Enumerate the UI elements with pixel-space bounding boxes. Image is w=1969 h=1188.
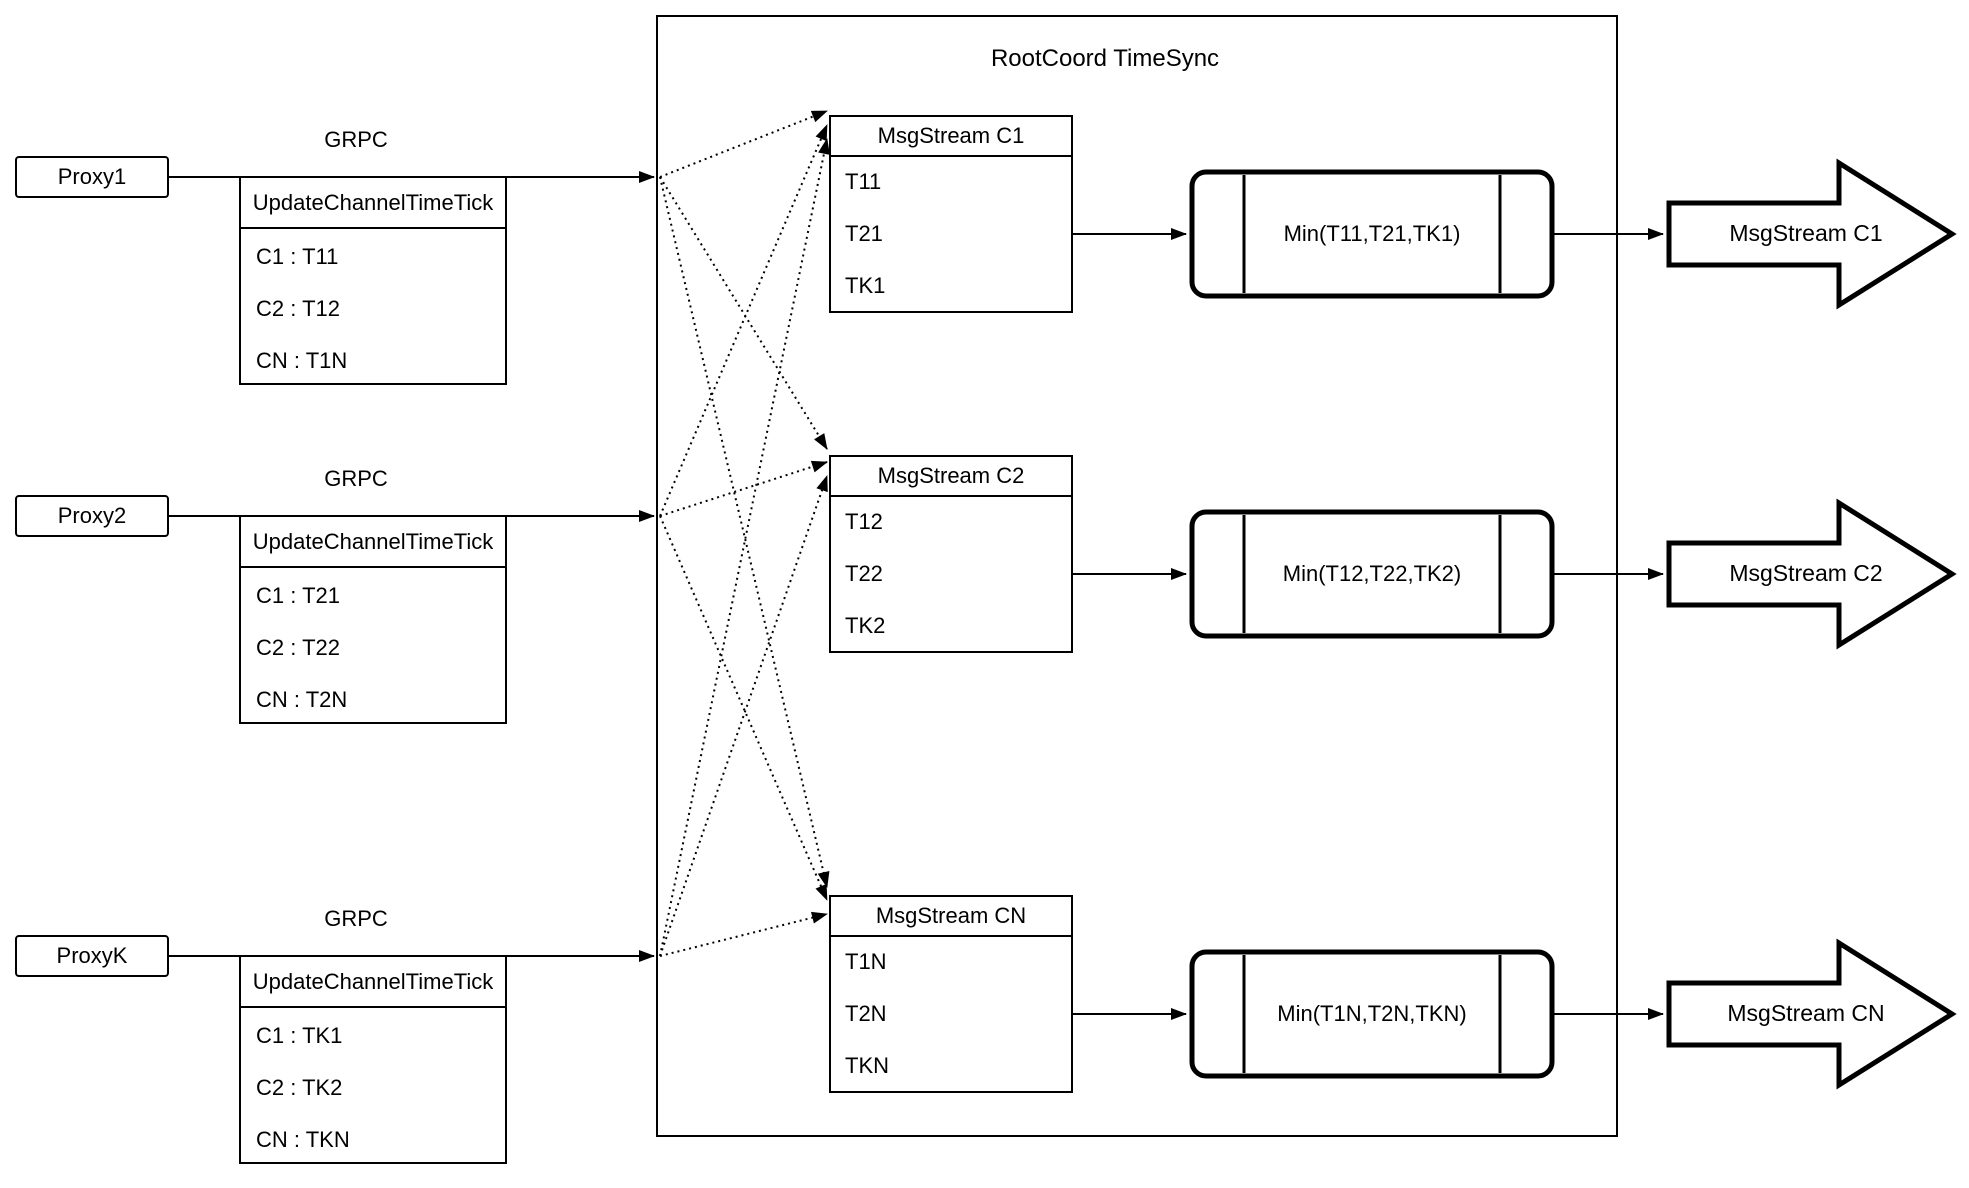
grpc-label: GRPC bbox=[324, 906, 388, 931]
rpc-row: C2 : T12 bbox=[256, 296, 340, 321]
msgstream-table-c2 bbox=[829, 455, 1073, 653]
update-channel-timetick-table: UpdateChannelTimeTick C1 : T11 C2 : T12 … bbox=[239, 176, 507, 385]
stream-row: T11 bbox=[845, 169, 881, 194]
rootcoord-title: RootCoord TimeSync bbox=[991, 45, 1219, 72]
proxy-row-2: Proxy2 GRPC UpdateChannelTimeTick C1 : T… bbox=[15, 466, 655, 724]
rpc-table-header: UpdateChannelTimeTick bbox=[253, 190, 494, 215]
output-arrow-label: MsgStream C2 bbox=[1729, 560, 1882, 586]
rpc-table-box bbox=[239, 515, 507, 724]
min-node-cn: Min(T1N,T2N,TKN) bbox=[1189, 949, 1555, 1079]
rpc-table-header: UpdateChannelTimeTick bbox=[253, 969, 494, 994]
rpc-row: CN : TKN bbox=[256, 1127, 350, 1152]
min-label: Min(T12,T22,TK2) bbox=[1283, 561, 1462, 586]
stream-row: T2N bbox=[845, 1001, 887, 1026]
proxy-row-1: Proxy1 GRPC UpdateChannelTimeTick C1 : T… bbox=[15, 127, 655, 385]
update-channel-timetick-table: UpdateChannelTimeTick C1 : TK1 C2 : TK2 … bbox=[239, 955, 507, 1164]
dotted-arrow-p2-cn bbox=[659, 515, 828, 901]
dotted-arrow-pk-c2 bbox=[659, 475, 828, 957]
stream-row-2: MsgStream C2 T12 T22 TK2 Min(T12,T22,TK2… bbox=[829, 455, 1957, 653]
rpc-row: CN : T2N bbox=[256, 687, 347, 712]
rpc-row: C1 : TK1 bbox=[256, 1023, 342, 1048]
proxy1-box bbox=[15, 156, 169, 198]
msgstream-table-cn bbox=[829, 895, 1073, 1093]
dotted-arrow-p1-cn bbox=[659, 176, 830, 888]
msgstream-table-header: MsgStream C1 bbox=[878, 123, 1025, 148]
proxy1-label: Proxy1 bbox=[58, 164, 126, 189]
dotted-arrow-p2-c1 bbox=[659, 124, 828, 517]
min-label: Min(T11,T21,TK1) bbox=[1284, 221, 1461, 246]
stream-row-3: MsgStream CN T1N T2N TKN Min(T1N,T2N,TKN… bbox=[829, 895, 1957, 1093]
rpc-row: C1 : T11 bbox=[256, 244, 338, 269]
stream-row: T12 bbox=[845, 509, 883, 534]
proxyk-label: ProxyK bbox=[57, 943, 128, 968]
output-arrow-label: MsgStream CN bbox=[1727, 1000, 1884, 1026]
proxy2-box bbox=[15, 495, 169, 537]
output-arrow-shape-c1 bbox=[1666, 158, 1957, 310]
stream-row: T22 bbox=[845, 561, 883, 586]
msgstream-table-c1 bbox=[829, 115, 1073, 313]
stream-row-1: MsgStream C1 T11 T21 TK1 Min(T11,T21,TK1… bbox=[829, 115, 1957, 313]
dotted-arrow-p1-c2 bbox=[659, 176, 828, 450]
msgstream-table-header: MsgStream CN bbox=[876, 903, 1026, 928]
rpc-row: C2 : T22 bbox=[256, 635, 340, 660]
stream-row: TKN bbox=[845, 1053, 889, 1078]
msgstream-table-header: MsgStream C2 bbox=[878, 463, 1025, 488]
output-arrow-shape-cn bbox=[1666, 938, 1957, 1090]
proxyk-box bbox=[15, 935, 169, 977]
stream-row: T1N bbox=[845, 949, 887, 974]
proxy2-label: Proxy2 bbox=[58, 503, 126, 528]
grpc-label: GRPC bbox=[324, 466, 388, 491]
min-node-c1: Min(T11,T21,TK1) bbox=[1189, 169, 1555, 299]
min-node-c2: Min(T12,T22,TK2) bbox=[1189, 509, 1555, 639]
rpc-table-header: UpdateChannelTimeTick bbox=[253, 529, 494, 554]
rpc-row: CN : T1N bbox=[256, 348, 347, 373]
stream-row: TK1 bbox=[845, 273, 885, 298]
grpc-label: GRPC bbox=[324, 127, 388, 152]
output-arrow-label: MsgStream C1 bbox=[1729, 220, 1882, 246]
stream-row: TK2 bbox=[845, 613, 885, 638]
dotted-arrow-pk-c1 bbox=[659, 138, 830, 957]
rpc-row: C2 : TK2 bbox=[256, 1075, 342, 1100]
rpc-row: C1 : T21 bbox=[256, 583, 340, 608]
stream-row: T21 bbox=[845, 221, 883, 246]
min-label: Min(T1N,T2N,TKN) bbox=[1277, 1001, 1466, 1026]
rpc-table-box bbox=[239, 176, 507, 385]
output-arrow-shape-c2 bbox=[1666, 498, 1957, 650]
proxy-row-3: ProxyK GRPC UpdateChannelTimeTick C1 : T… bbox=[15, 906, 655, 1164]
fanout-dotted-arrows bbox=[659, 110, 830, 957]
rpc-table-box bbox=[239, 955, 507, 1164]
update-channel-timetick-table: UpdateChannelTimeTick C1 : T21 C2 : T22 … bbox=[239, 515, 507, 724]
